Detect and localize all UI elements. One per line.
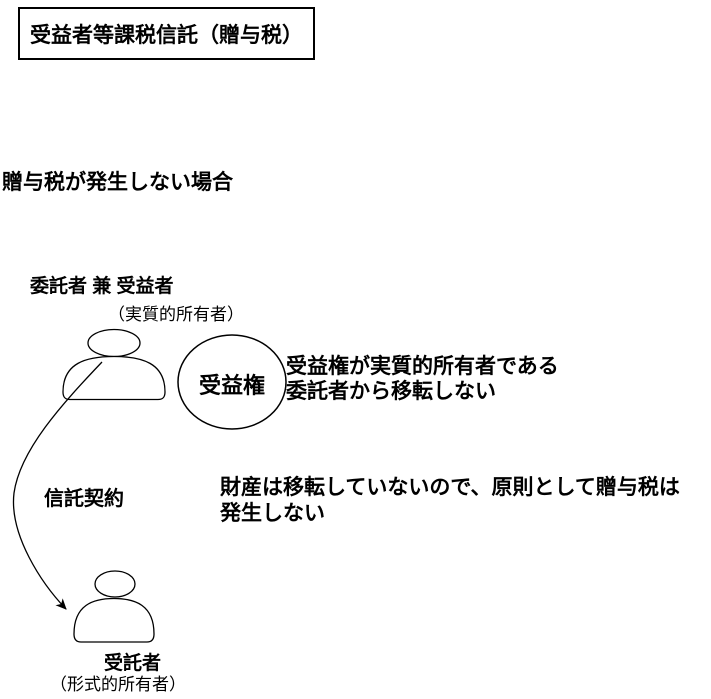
trust-contract-arrow [12, 361, 103, 610]
beneficial-right-ellipse [177, 334, 287, 430]
gift-tax-note: 財産は移転していないので、原則として贈与税は 発生しない [220, 475, 680, 527]
gift-tax-note-line1: 財産は移転していないので、原則として贈与税は [220, 476, 680, 499]
settlor-sublabel: （実質的所有者） [108, 305, 244, 324]
beneficial-right-note: 受益権が実質的所有者である 委託者から移転しない [286, 354, 559, 404]
trust-contract-label: 信託契約 [44, 488, 124, 510]
gift-tax-note-line2: 発生しない [220, 502, 325, 525]
trustee-person-icon [73, 570, 155, 643]
beneficial-right-note-line1: 受益権が実質的所有者である [286, 355, 559, 378]
title-box: 受益者等課税信託（贈与税） [18, 7, 315, 60]
beneficial-right-label: 受益権 [198, 373, 265, 398]
beneficial-right-note-line2: 委託者から移転しない [286, 380, 496, 403]
settlor-person-icon [62, 328, 166, 401]
trustee-sublabel: （形式的所有者） [50, 675, 186, 694]
trustee-label: 受託者 [104, 653, 162, 674]
title-text: 受益者等課税信託（贈与税） [30, 23, 303, 47]
section-heading: 贈与税が発生しない場合 [2, 171, 233, 194]
settlor-label: 委託者 兼 受益者 [30, 276, 174, 297]
